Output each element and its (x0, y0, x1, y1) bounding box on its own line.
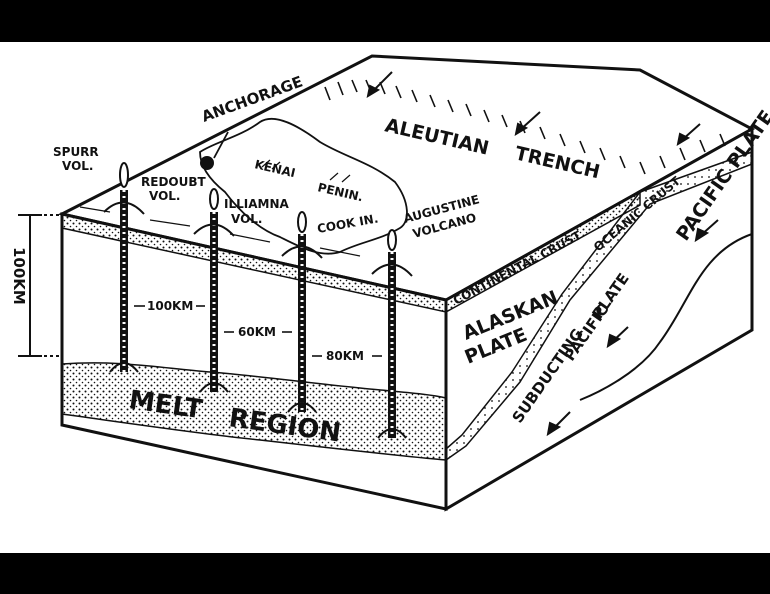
illiamna-conduit (281, 211, 323, 413)
subduction-arrows (546, 219, 719, 437)
label-redoubt-1: REDOUBT (141, 175, 206, 189)
label-depth: 100KM (10, 247, 28, 305)
label-spurr-1: SPURR (53, 145, 99, 159)
label-spurr-2: VOL. (62, 159, 93, 173)
label-distance-1: 100KM (147, 299, 193, 313)
label-distance-2: 60KM (238, 325, 276, 339)
letterbox-top (0, 0, 770, 42)
label-illiamna-1: ILLIAMNA (224, 197, 289, 211)
anchorage-leader (213, 131, 229, 159)
oceanic-crust-slab (445, 150, 753, 462)
volcano-conduits (103, 162, 413, 439)
label-illiamna-2: VOL. (231, 212, 262, 226)
augustine-conduit (371, 229, 413, 439)
anchorage-marker (200, 156, 214, 170)
label-distance-3: 80KM (326, 349, 364, 363)
redoubt-conduit (193, 188, 235, 393)
melt-region (61, 362, 447, 461)
letterbox-bottom (0, 553, 770, 594)
surface-hachures (79, 159, 361, 257)
label-redoubt-2: VOL. (149, 189, 180, 203)
block-diagram-svg: ANCHORAGE ALEUTIAN TRENCH KENAI PENIN. S… (10, 54, 770, 512)
pacific-plate-boundary (579, 233, 753, 401)
depth-scale-bar (18, 214, 60, 357)
spacing-arrows (134, 305, 382, 357)
kenai-peninsula (199, 117, 408, 255)
spurr-conduit (103, 162, 145, 373)
plate-motion-arrows (366, 71, 701, 147)
block-diagram: ANCHORAGE ALEUTIAN TRENCH KENAI PENIN. S… (0, 42, 770, 553)
